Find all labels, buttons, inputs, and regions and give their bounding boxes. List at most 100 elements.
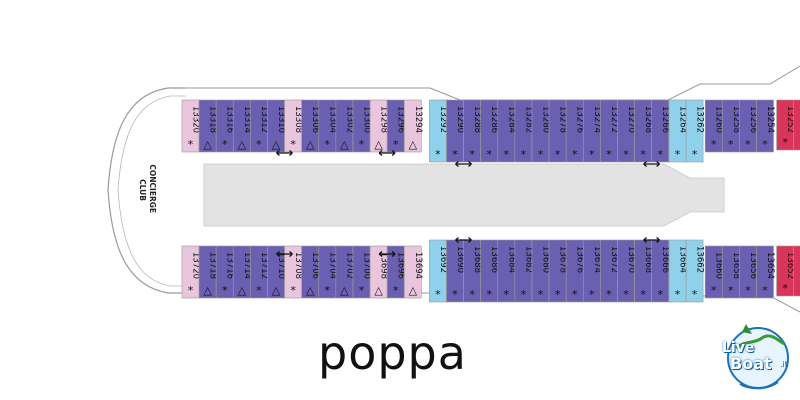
star-icon: * <box>675 148 681 161</box>
star-icon: * <box>692 288 698 301</box>
top-cabin-13262[interactable] <box>685 99 704 163</box>
triangle-icon: △ <box>374 284 383 297</box>
top-cabin-13250[interactable] <box>793 99 800 151</box>
top-cabin-number: 13292 <box>438 106 448 133</box>
stern-label: poppa <box>318 326 467 380</box>
top-cabin-number: 13280 <box>541 106 551 133</box>
star-icon: * <box>469 288 475 301</box>
bottom-cabin-number: 13664 <box>678 246 688 273</box>
top-cabin-number: 13258 <box>731 106 741 133</box>
top-cabin-13294[interactable] <box>403 99 422 153</box>
connecting-door-arrow-icon <box>643 237 660 243</box>
star-icon: * <box>657 148 663 161</box>
bottom-cabin-number: 13688 <box>472 246 482 273</box>
top-cabin-number: 13296 <box>396 106 406 133</box>
bottom-cabin-number: 13678 <box>558 246 568 273</box>
top-cabin-number: 13304 <box>327 106 337 133</box>
connecting-door-arrow-icon <box>455 161 472 167</box>
top-cabin-number: 13308 <box>293 106 303 133</box>
bottom-cabin-number: 13696 <box>396 252 406 279</box>
bottom-cabin-number: 13654 <box>765 252 775 279</box>
triangle-icon: △ <box>203 284 212 297</box>
bottom-cabin-number: 13700 <box>362 252 372 279</box>
top-cabin-number: 13256 <box>748 106 758 133</box>
top-cabin-number: 13316 <box>225 106 235 133</box>
star-icon: * <box>745 138 751 151</box>
triangle-icon: △ <box>340 138 349 151</box>
star-icon: * <box>393 284 399 297</box>
top-cabin-number: 13274 <box>592 106 602 133</box>
bottom-cabin-number: 13718 <box>208 252 218 279</box>
bottom-cabin-number: 13662 <box>695 246 705 273</box>
top-cabin-number: 13286 <box>489 106 499 133</box>
bottom-cabin-number: 13710 <box>276 252 286 279</box>
star-icon: * <box>359 284 365 297</box>
star-icon: * <box>359 138 365 151</box>
connecting-door-arrow-icon <box>276 150 293 156</box>
star-icon: * <box>606 148 612 161</box>
star-icon: * <box>486 148 492 161</box>
star-icon: * <box>572 148 578 161</box>
bottom-cabin-number: 13698 <box>379 252 389 279</box>
hull-top-right <box>429 65 800 101</box>
bottom-cabin-13654[interactable] <box>756 245 774 299</box>
bottom-cabin-13662[interactable] <box>685 239 704 303</box>
bottom-cabin-number: 13652 <box>785 252 795 279</box>
bottom-cabin-number: 13708 <box>293 252 303 279</box>
star-icon: * <box>435 288 441 301</box>
star-icon: * <box>782 136 788 149</box>
star-icon: * <box>188 284 194 297</box>
top-cabin-number: 13272 <box>609 106 619 133</box>
concierge-club-label: CONCIERGE CLUB <box>138 164 157 215</box>
star-icon: * <box>393 138 399 151</box>
top-cabin-number: 13262 <box>695 106 705 133</box>
hull-inner-outline <box>117 95 186 287</box>
bottom-cabin-number: 13692 <box>438 246 448 273</box>
bottom-cabin-number: 13704 <box>327 252 337 279</box>
top-cabin-number: 13294 <box>413 106 423 133</box>
star-icon: * <box>589 288 595 301</box>
top-cabin-row: 13320*13318△13316*13314△13312*13310△1330… <box>181 99 800 163</box>
star-icon: * <box>538 288 544 301</box>
bottom-cabin-row: 13720*13718△13716*13714△13712*13710△1370… <box>181 239 800 303</box>
star-icon: * <box>290 138 296 151</box>
connecting-door-arrow-icon <box>378 251 396 257</box>
bottom-cabin-number: 13706 <box>310 252 320 279</box>
triangle-icon: △ <box>306 284 315 297</box>
top-cabin-number: 13282 <box>523 106 533 133</box>
bottom-cabin-number: 13690 <box>455 246 465 273</box>
top-cabin-13254[interactable] <box>756 99 774 153</box>
star-icon: * <box>521 148 527 161</box>
connecting-door-arrow-icon <box>378 150 396 156</box>
bottom-cabin-number: 13702 <box>344 252 354 279</box>
connecting-doors <box>276 150 660 257</box>
bottom-cabin-13650[interactable] <box>793 245 800 297</box>
central-corridor <box>203 163 725 227</box>
star-icon: * <box>521 288 527 301</box>
logo-live-text: Live <box>722 340 755 356</box>
star-icon: * <box>256 284 262 297</box>
triangle-icon: △ <box>272 284 281 297</box>
top-cabin-number: 13260 <box>714 106 724 133</box>
bottom-cabin-number: 13682 <box>523 246 533 273</box>
logo-globe-icon <box>727 324 789 390</box>
top-cabin-number: 13320 <box>191 106 201 133</box>
triangle-icon: △ <box>306 138 315 151</box>
bottom-cabin-13694[interactable] <box>403 245 422 299</box>
top-cabin-number: 13268 <box>643 106 653 133</box>
top-cabin-number: 13278 <box>558 106 568 133</box>
star-icon: * <box>555 288 561 301</box>
top-cabin-number: 13302 <box>344 106 354 133</box>
triangle-icon: △ <box>340 284 349 297</box>
bottom-cabin-number: 13712 <box>259 252 269 279</box>
top-cabin-number: 13288 <box>472 106 482 133</box>
star-icon: * <box>538 148 544 161</box>
star-icon: * <box>222 138 228 151</box>
star-icon: * <box>782 282 788 295</box>
connecting-door-arrow-icon <box>455 237 472 243</box>
star-icon: * <box>640 288 646 301</box>
top-cabin-number: 13270 <box>626 106 636 133</box>
triangle-icon: △ <box>238 284 247 297</box>
star-icon: * <box>452 148 458 161</box>
top-cabin-number: 13290 <box>455 106 465 133</box>
